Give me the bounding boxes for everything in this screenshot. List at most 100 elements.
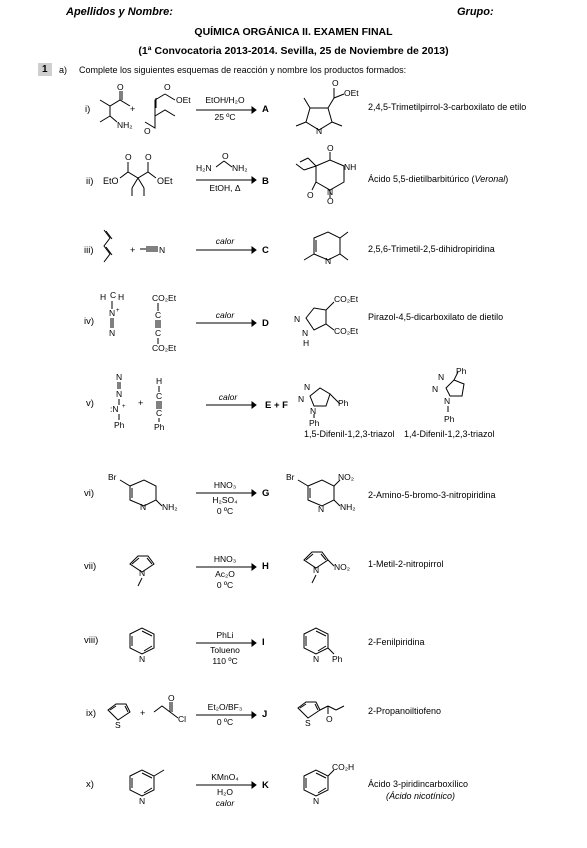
pyrazole-product-d: CO₂Et CO₂Et N N H <box>294 294 359 348</box>
svg-text:Ph: Ph <box>154 422 165 432</box>
svg-text:NH₂: NH₂ <box>162 502 178 512</box>
conditions-mid-x: H₂O <box>216 787 234 797</box>
svg-text:Ph: Ph <box>309 418 320 428</box>
svg-text:N: N <box>310 406 316 416</box>
svg-text::N: :N <box>110 404 119 414</box>
reaction-label-vii: vii) <box>84 561 97 572</box>
svg-text:+: + <box>122 404 126 410</box>
reaction-arrow-ii <box>196 176 257 184</box>
svg-text:O: O <box>168 693 175 703</box>
group-label: Grupo: <box>457 6 494 18</box>
conditions-top-ix: Et₂O/BF₃ <box>207 702 243 712</box>
reaction-arrow-x <box>196 781 257 789</box>
nitropyrrole-product-h: N NO₂ <box>303 551 350 584</box>
conditions-mid-viii: Tolueno <box>210 645 240 655</box>
conditions-top-vii: HNO₃ <box>213 554 237 564</box>
diene-structure <box>103 229 113 263</box>
propanoylthiophene-product-j: S O <box>297 701 345 728</box>
ketoester-structure: O OEt O <box>144 82 191 136</box>
svg-text:N: N <box>313 565 319 575</box>
conditions-bottom-viii: 110 ºC <box>212 656 238 666</box>
svg-text:O: O <box>125 152 132 162</box>
svg-text:NH₂: NH₂ <box>117 120 133 130</box>
reaction-arrow-i <box>196 106 257 114</box>
product-letter-b: B <box>262 176 269 187</box>
methylpyrrole-structure: N <box>129 555 155 587</box>
svg-text:NH₂: NH₂ <box>340 502 356 512</box>
svg-text:H: H <box>118 292 124 302</box>
svg-text:NH₂: NH₂ <box>232 163 248 173</box>
product-name-b: Ácido 5,5-dietilbarbitúrico (Veronal) <box>368 174 509 184</box>
conditions-mid-vi: H₂SO₄ <box>212 495 238 505</box>
svg-text:N: N <box>313 654 319 664</box>
conditions-bottom-ii: EtOH, Δ <box>209 183 241 193</box>
phenylazide-structure: N N :N+ Ph <box>110 372 126 430</box>
conditions-bottom-i: 25 ºC <box>214 112 236 122</box>
product-letter-c: C <box>262 245 269 256</box>
svg-text:Cl: Cl <box>178 714 186 724</box>
methylpyridine-structure: N <box>129 769 165 806</box>
reaction-arrow-ix <box>196 711 257 719</box>
svg-text:O: O <box>326 714 333 724</box>
svg-text:N: N <box>116 372 122 382</box>
propanoylchloride-structure: O Cl <box>153 693 186 724</box>
svg-text:CO₂Et: CO₂Et <box>152 293 177 303</box>
svg-text:N: N <box>159 245 165 255</box>
conditions-bottom-ix: 0 ºC <box>216 717 234 727</box>
plus-sign-v: + <box>138 398 144 408</box>
reaction-arrow-iii <box>196 246 257 254</box>
product-letter-k: K <box>262 780 269 791</box>
svg-text:Ph: Ph <box>456 366 467 376</box>
conditions-top-viii: PhLi <box>216 630 234 640</box>
svg-text:CO₂H: CO₂H <box>332 762 354 772</box>
svg-text:+: + <box>116 308 120 314</box>
svg-text:C: C <box>110 290 116 300</box>
aminoketone-structure: O NH₂ <box>99 82 133 130</box>
conditions-top-vi: HNO₃ <box>213 480 237 490</box>
svg-text:H: H <box>156 376 162 386</box>
reaction-label-ix: ix) <box>86 708 97 719</box>
nicotinic-acid-product-k: CO₂H N <box>303 762 354 806</box>
exam-title: QUÍMICA ORGÁNICA II. EXAMEN FINAL <box>194 26 393 38</box>
reaction-arrow-vi <box>196 489 257 497</box>
svg-text:O: O <box>117 82 124 92</box>
svg-text:Br: Br <box>286 472 295 482</box>
svg-text:O: O <box>222 151 229 161</box>
pyridine-structure: N <box>129 627 155 664</box>
svg-text:H: H <box>303 338 309 348</box>
product-letters-ef: E + F <box>265 400 288 411</box>
svg-text:N: N <box>316 126 322 136</box>
svg-text:O: O <box>332 78 339 88</box>
reaction-label-iv: iv) <box>84 316 95 327</box>
product-letter-j: J <box>262 709 268 720</box>
svg-text:N: N <box>432 384 438 394</box>
svg-text:N: N <box>294 314 300 324</box>
svg-text:C: C <box>156 391 162 401</box>
svg-text:H₂N: H₂N <box>196 163 212 173</box>
conditions-bottom-vii: 0 ºC <box>216 580 234 590</box>
conditions-top-x: KMnO₄ <box>211 772 239 782</box>
nitropyridine-product-g: Br NO₂ N NH₂ <box>286 472 356 514</box>
reaction-label-viii: viii) <box>84 635 99 646</box>
svg-text:Ph: Ph <box>444 414 455 424</box>
conditions-top-iv: calor <box>215 310 235 320</box>
svg-text:S: S <box>305 718 311 728</box>
svg-text:O: O <box>164 82 171 92</box>
svg-text:N: N <box>304 382 310 392</box>
reaction-label-ii: ii) <box>86 176 94 187</box>
svg-text:CO₂Et: CO₂Et <box>334 294 359 304</box>
svg-text:OEt: OEt <box>344 88 359 98</box>
svg-text:S: S <box>115 720 121 730</box>
triazole-product-f: Ph N N N Ph <box>432 366 467 424</box>
plus-sign-iii: + <box>130 245 136 255</box>
reaction-label-iii: iii) <box>84 245 94 256</box>
product-name-k: Ácido 3-piridincarboxílico <box>368 779 469 789</box>
svg-text:O: O <box>144 126 151 136</box>
plus-sign-ix: + <box>140 708 146 718</box>
svg-text:NO₂: NO₂ <box>334 562 350 572</box>
thiophene-structure: S <box>107 703 131 730</box>
svg-text:C: C <box>156 408 162 418</box>
product-name-d: Pirazol-4,5-dicarboxilato de dietilo <box>368 312 504 322</box>
product-letter-h: H <box>262 561 269 572</box>
